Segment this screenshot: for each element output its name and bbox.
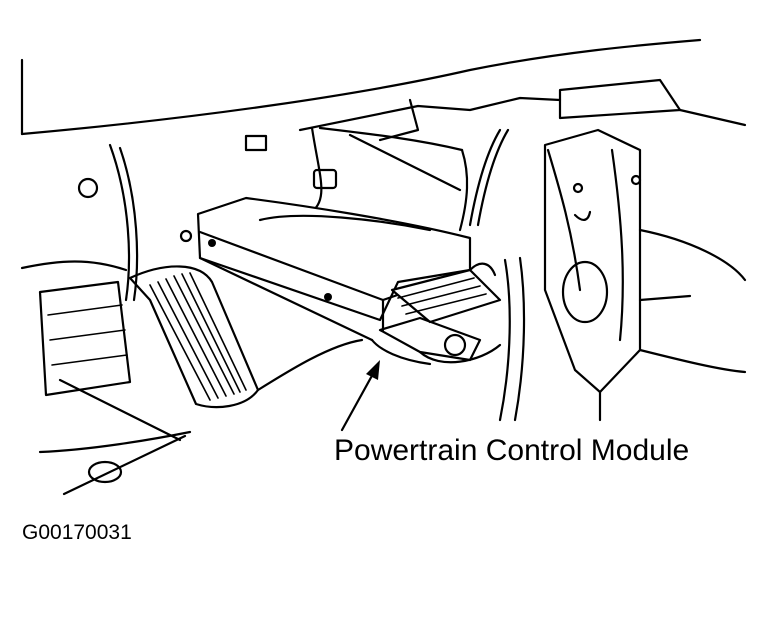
brake-pedal (38, 280, 182, 442)
accelerator-pedal (128, 265, 260, 409)
dashboard-underside (20, 38, 747, 152)
steering-column-housing (306, 126, 469, 232)
kick-panel (20, 143, 193, 302)
pcm-callout-label: Powertrain Control Module (334, 434, 690, 467)
figure-id: G00170031 (22, 521, 132, 544)
callout-arrow (340, 360, 380, 432)
center-bracket (498, 128, 747, 422)
pcm-connector (390, 128, 510, 324)
floor-edge (38, 338, 364, 496)
pcm-bracket (370, 316, 502, 366)
